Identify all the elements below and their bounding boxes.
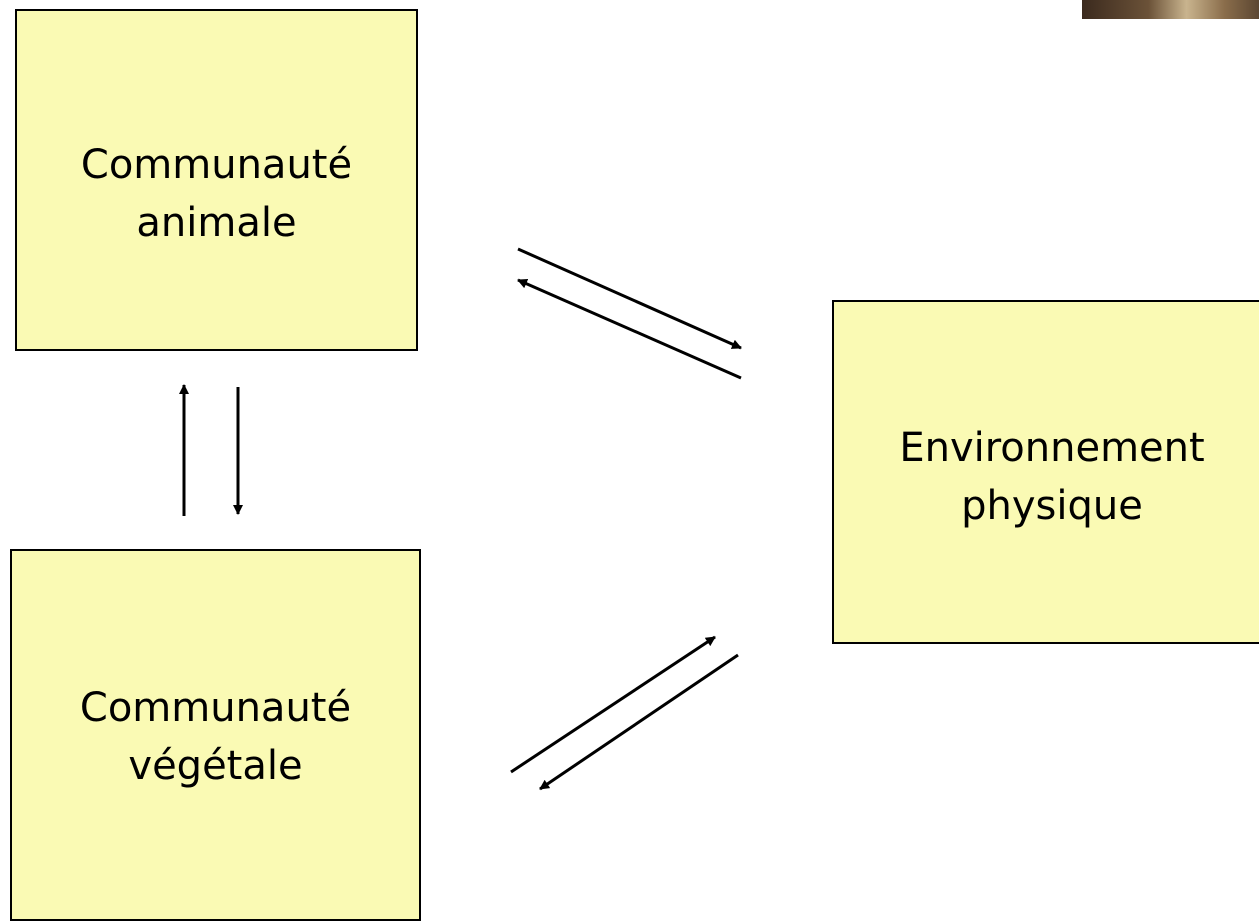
node-communaute-vegetale: Communauté végétale [10, 549, 421, 921]
node-label-animal: Communauté animale [80, 142, 353, 246]
node-communaute-animale: Communauté animale [15, 9, 418, 351]
node-label-environment: Environnement physique [899, 425, 1205, 529]
node-label-vegetal: Communauté végétale [79, 685, 352, 789]
node-environnement-physique: Environnement physique [832, 300, 1259, 644]
arrow-animal-to-environment [517, 247, 742, 350]
corner-photo-fragment [1082, 0, 1259, 19]
arrow-environment-to-animal [517, 278, 742, 380]
arrow-vegetal-to-environment [510, 635, 716, 774]
arrow-environment-to-vegetal [539, 653, 739, 791]
